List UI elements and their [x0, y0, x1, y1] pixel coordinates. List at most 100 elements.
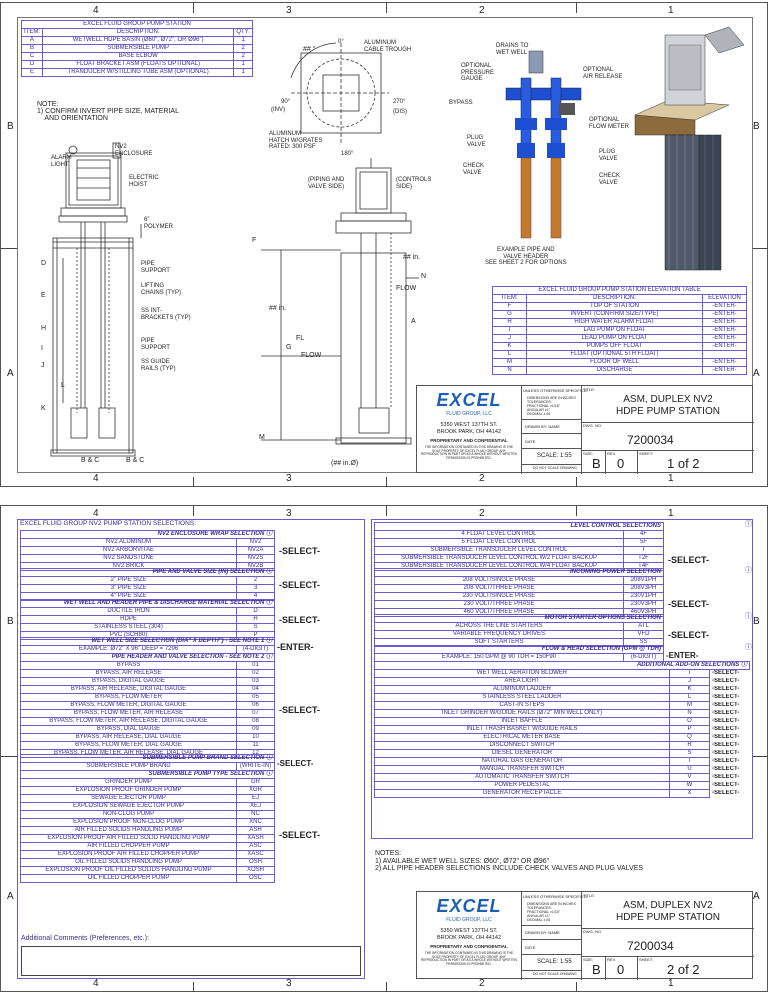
- label-hatch: ALUMINUM HATCH W/GRATES RATED: 300 PSF: [269, 131, 323, 150]
- level-info-icon[interactable]: ⓘ: [745, 521, 752, 528]
- starter-table: MOTOR STARTER OPTIONS SELECTION ACROSS T…: [374, 614, 664, 647]
- zone-a-right: A: [753, 368, 760, 379]
- addon-select[interactable]: -SELECT-: [712, 742, 740, 748]
- label-g: G: [286, 344, 292, 351]
- elevation-f[interactable]: -ENTER-: [702, 302, 747, 311]
- label-guide-rails: SS GUIDE RAILS (TYP): [141, 359, 176, 372]
- title-block-2: EXCEL FLUID GROUP, LLC 5350 WEST 137TH S…: [416, 891, 754, 980]
- starter-info-icon[interactable]: ⓘ: [745, 613, 752, 620]
- zone-3-top: 3: [286, 5, 292, 16]
- label-l: L: [61, 382, 65, 389]
- starter-select[interactable]: -SELECT-: [668, 630, 710, 640]
- level-table: LEVEL CONTROL SELECTIONS 4 FLOAT LEVEL C…: [374, 522, 664, 571]
- label-i: I: [41, 345, 43, 352]
- addon-select[interactable]: -SELECT-: [712, 758, 740, 764]
- addon-select[interactable]: -SELECT-: [712, 726, 740, 732]
- label-bc-1: B & C: [81, 457, 100, 464]
- addon-select[interactable]: -SELECT-: [712, 670, 740, 677]
- label-dim-3: (## in.Ø): [331, 460, 359, 467]
- elevation-i[interactable]: -ENTER-: [702, 326, 747, 335]
- logo: EXCEL: [436, 896, 502, 916]
- level-select[interactable]: -SELECT-: [668, 555, 710, 565]
- zone-2-top: 2: [479, 5, 485, 16]
- label-plug-valve-1: PLUG VALVE: [467, 135, 486, 148]
- zone-4-bottom: 4: [93, 473, 99, 484]
- label-brackets: SS INT- BRACKETS (TYP): [141, 308, 191, 321]
- station-3d-drawing: [634, 26, 745, 271]
- elevation-h[interactable]: -ENTER-: [702, 318, 747, 327]
- addon-select[interactable]: -SELECT-: [712, 734, 740, 740]
- sheet-number-1: 1 of 2: [667, 456, 700, 471]
- label-pipe-support-2: PIPE SUPPORT: [141, 338, 170, 351]
- zone-b-left: B: [7, 121, 14, 132]
- label-fl: FL: [296, 335, 305, 342]
- material-table: WET WELL AND HEADER PIPE & DISCHARGE MAT…: [20, 599, 275, 640]
- elevation-n[interactable]: -ENTER-: [702, 366, 747, 375]
- flow-enter[interactable]: -ENTER-: [666, 651, 699, 660]
- label-drains: DRAINS TO WET WELL: [496, 43, 529, 56]
- label-bc-2: B & C: [126, 457, 145, 464]
- addon-select[interactable]: -SELECT-: [712, 750, 740, 756]
- flow-info-icon[interactable]: ⓘ: [745, 644, 752, 651]
- label-hoist: ELECTRIC HOIST: [129, 175, 159, 188]
- label-h: H: [41, 325, 47, 332]
- addon-select[interactable]: -SELECT-: [712, 710, 740, 716]
- elevation-l[interactable]: [702, 350, 747, 359]
- zone-a-left: A: [7, 368, 14, 379]
- addon-select[interactable]: -SELECT-: [712, 766, 740, 772]
- logo: EXCEL: [436, 390, 502, 410]
- station-table: EXCEL FLUID GROUP PUMP STATION ITEM:DESC…: [21, 20, 253, 77]
- label-check-valve-1: CHECK VALVE: [463, 163, 485, 176]
- wetwell-enter[interactable]: -ENTER-: [277, 642, 314, 652]
- pipe-size-select[interactable]: -SELECT-: [279, 580, 321, 590]
- label-valve-caption: EXAMPLE PIPE AND VALVE HEADER SEE SHEET …: [485, 247, 567, 266]
- label-d: D: [41, 260, 47, 267]
- power-select[interactable]: -SELECT-: [668, 599, 710, 609]
- drawing-number: 7200034: [627, 433, 674, 447]
- label-f: F: [252, 237, 257, 244]
- enclosure-table: NV2 ENCLOSURE WRAP SELECTION ⓘ NV2 ALUMI…: [20, 530, 275, 571]
- enclosure-select[interactable]: -SELECT-: [279, 546, 321, 556]
- valve-header-drawing: [505, 50, 582, 239]
- addon-select[interactable]: -SELECT-: [712, 774, 740, 780]
- brand-table: SUBMERSIBLE PUMP BRAND SELECTION ⓘ SUBME…: [20, 754, 275, 771]
- header-select[interactable]: -SELECT-: [279, 705, 321, 715]
- label-bypass: BYPASS: [449, 100, 473, 106]
- sheet-number-2: 2 of 2: [667, 962, 700, 977]
- zone-b-right: B: [753, 121, 760, 132]
- pump-type-select[interactable]: -SELECT-: [279, 830, 321, 840]
- elevation-table: EXCEL FLUID GROUP PUMP STATION ELEVATION…: [492, 286, 747, 375]
- label-polymer: 6" POLYMER: [144, 217, 173, 230]
- label-flow-meter: OPTIONAL FLOW METER: [589, 117, 629, 130]
- zone-1-bottom: 1: [668, 473, 674, 484]
- label-m: M: [259, 434, 265, 441]
- power-info-icon[interactable]: ⓘ: [745, 567, 752, 574]
- flow-table: FLOW & HEAD SELECTION (GPM @ TDH) EXAMPL…: [374, 645, 664, 662]
- elevation-m[interactable]: -ENTER-: [702, 358, 747, 367]
- label-270-deg: 270°: [393, 99, 406, 105]
- label-zero-deg: 0°: [338, 39, 344, 45]
- elevation-k[interactable]: -ENTER-: [702, 342, 747, 351]
- addon-table: ADDITIONAL ADD-ON SELECTIONS ⓘ WET WELL …: [374, 661, 750, 798]
- title-block-1: EXCEL FLUID GROUP, LLC 5350 WEST 137TH S…: [416, 385, 754, 474]
- label-dim-2: ## in.: [403, 254, 421, 261]
- elevation-g[interactable]: -ENTER-: [702, 310, 747, 319]
- label-flow-out: FLOW: [396, 285, 417, 292]
- label-180-deg: 180°: [341, 151, 354, 157]
- label-angle: ## °: [303, 46, 316, 53]
- addon-select[interactable]: -SELECT-: [712, 678, 740, 684]
- addon-select[interactable]: -SELECT-: [712, 782, 740, 788]
- addon-select[interactable]: -SELECT-: [712, 694, 740, 700]
- elevation-j[interactable]: -ENTER-: [702, 334, 747, 343]
- note-1: NOTE: 1) CONFIRM INVERT PIPE SIZE, MATER…: [37, 101, 179, 122]
- material-select[interactable]: -SELECT-: [279, 615, 321, 625]
- comments-box[interactable]: [21, 946, 361, 976]
- addon-select[interactable]: -SELECT-: [712, 686, 740, 692]
- label-e: E: [41, 292, 46, 299]
- addon-select[interactable]: -SELECT-: [712, 718, 740, 724]
- label-dis: (DIS): [393, 109, 407, 115]
- addon-select[interactable]: -SELECT-: [712, 790, 740, 796]
- brand-select[interactable]: -SELECT-: [277, 759, 314, 768]
- addon-select[interactable]: -SELECT-: [712, 702, 740, 708]
- label-controls-side: (CONTROLS SIDE): [396, 177, 432, 190]
